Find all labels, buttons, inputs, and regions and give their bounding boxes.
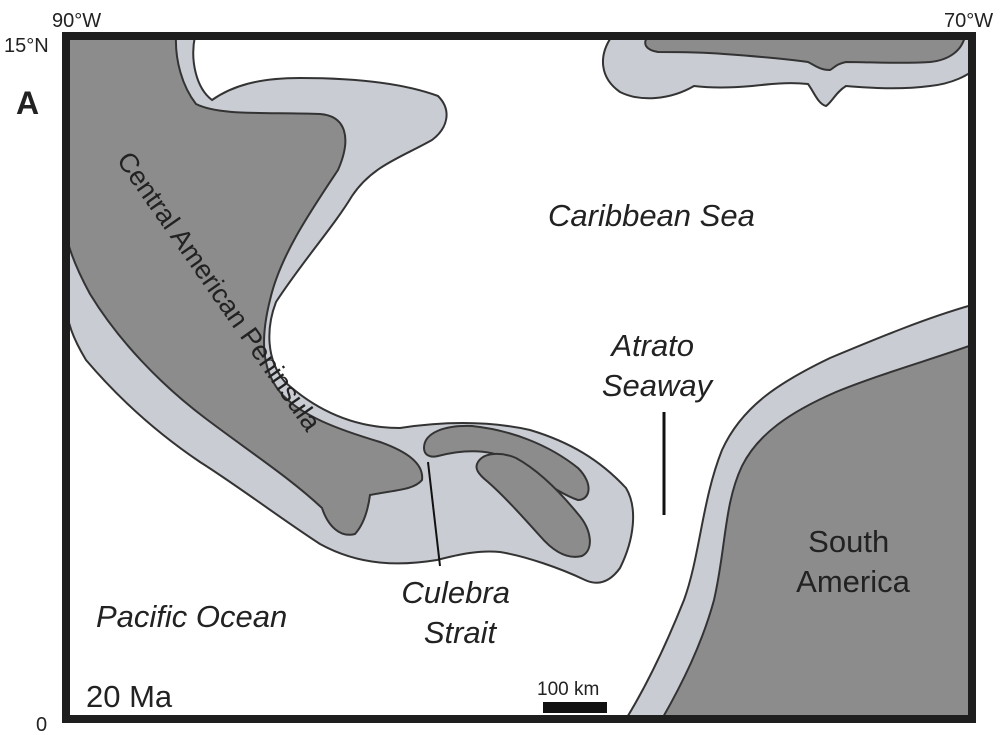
south-america-label-line1: South	[808, 524, 889, 559]
lon-label-west: 90°W	[52, 10, 101, 32]
south-america-label: South America	[796, 524, 910, 599]
map-frame	[62, 32, 976, 723]
panel-letter: A	[16, 85, 39, 121]
lat-label-north: 15°N	[4, 35, 49, 57]
age-label: 20 Ma	[86, 679, 173, 714]
culebra-strait-label: Culebra Strait	[401, 575, 518, 650]
caribbean-sea-label: Caribbean Sea	[548, 198, 755, 233]
culebra-island-east	[475, 452, 591, 558]
scale-bar-label: 100 km	[537, 679, 599, 700]
central-america-land	[66, 36, 424, 536]
scale-bar	[543, 702, 607, 713]
culebra-strait-label-line1: Culebra	[401, 575, 510, 610]
lat-label-south: 0	[36, 714, 47, 735]
atrato-seaway-label: Atrato Seaway	[602, 328, 715, 403]
atrato-seaway-label-line1: Atrato	[609, 328, 694, 363]
atrato-seaway-label-line2: Seaway	[602, 368, 715, 403]
culebra-strait-leader	[427, 461, 441, 567]
pacific-ocean-label: Pacific Ocean	[96, 599, 287, 634]
map-content: Caribbean Sea Pacific Ocean South Americ…	[66, 36, 972, 719]
culebra-strait-label-line2: Strait	[424, 615, 498, 650]
caribbean-island-land	[644, 36, 967, 72]
lon-label-east: 70°W	[944, 10, 993, 32]
south-america-land	[660, 343, 972, 719]
south-america-label-line2: America	[796, 564, 910, 599]
